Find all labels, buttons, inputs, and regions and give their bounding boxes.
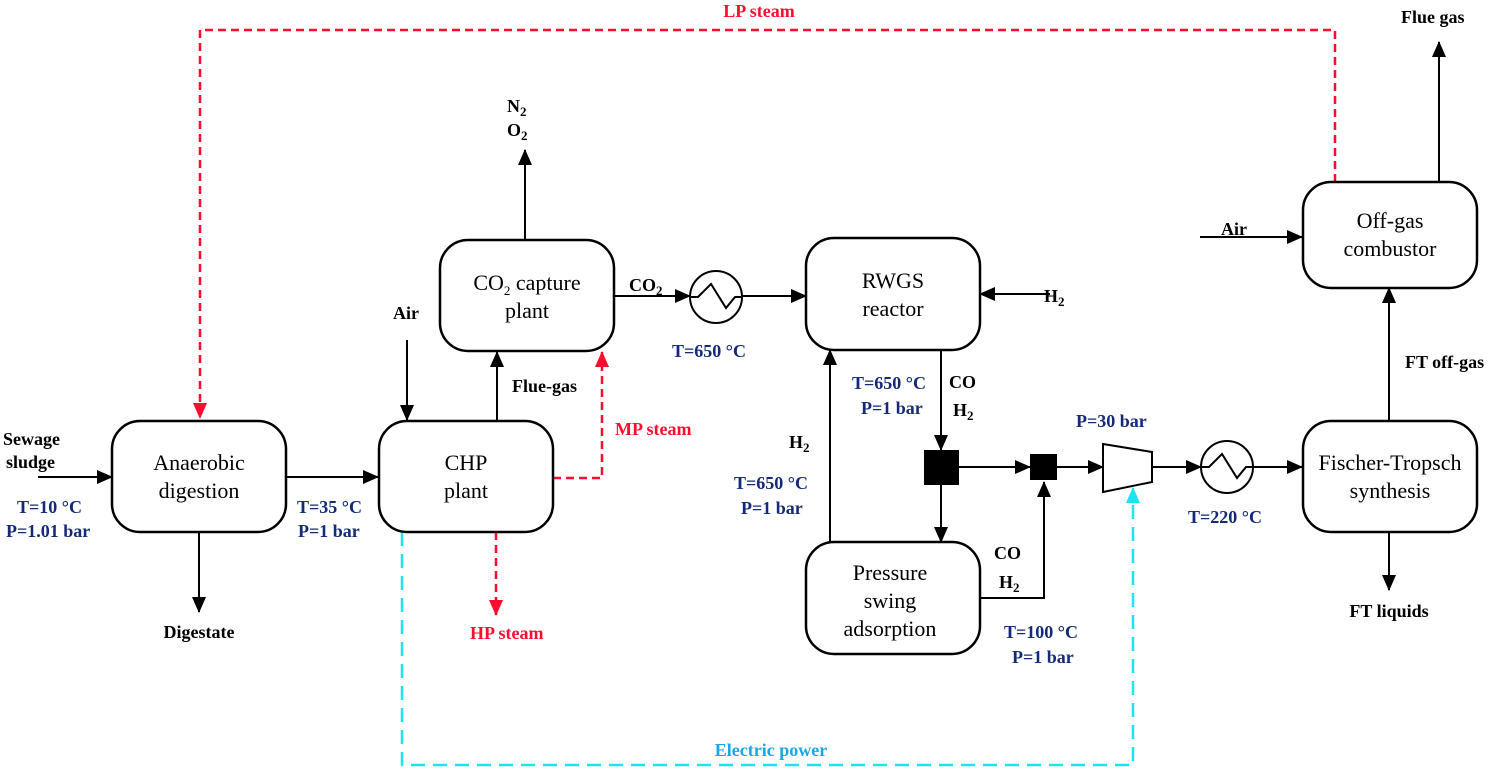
condition-label: P=1 bar	[741, 498, 803, 518]
co2-label: CO2	[629, 275, 663, 298]
condition-label: T=100 °C	[1004, 622, 1078, 642]
condition-label: T=220 °C	[1188, 507, 1262, 527]
compressor-icon[interactable]	[1102, 442, 1153, 494]
electric-power-label: Electric power	[715, 740, 827, 760]
unit-label: synthesis	[1350, 478, 1431, 503]
air-combustor-label: Air	[1221, 219, 1247, 239]
air-label: Air	[393, 303, 419, 323]
mixer-icon[interactable]	[1030, 454, 1057, 480]
co-psa-label: CO	[994, 543, 1021, 563]
heat-exchanger-icon[interactable]	[689, 270, 743, 324]
fischer-tropsch-synthesis-unit[interactable]: Fischer-Tropsch synthesis	[1301, 419, 1479, 534]
mp-steam-label: MP steam	[615, 419, 691, 439]
digestate-label: Digestate	[164, 622, 235, 642]
pressure-swing-adsorption-unit[interactable]: Pressure swing adsorption	[804, 540, 982, 656]
mp-steam-line	[553, 351, 609, 480]
h2-psa-label: H2	[999, 572, 1020, 595]
unit-label: digestion	[159, 478, 240, 503]
unit-label: RWGS	[862, 268, 924, 293]
unit-label: CO2 capture	[473, 270, 580, 298]
unit-label: Off-gas	[1357, 208, 1424, 233]
sewage-sludge-label: Sewage	[3, 429, 60, 449]
anaerobic-digestion-unit[interactable]: Anaerobic digestion	[110, 419, 288, 534]
ft-off-gas-label: FT off-gas	[1405, 352, 1484, 372]
chp-plant-unit[interactable]: CHP plant	[377, 419, 555, 534]
co-label: CO	[949, 372, 976, 392]
unit-label: Pressure	[853, 560, 928, 585]
h2-feed-label: H2	[1044, 286, 1065, 309]
flue-gas-label: Flue-gas	[512, 376, 577, 396]
unit-label: Fischer-Tropsch	[1319, 450, 1462, 475]
condition-label: T=650 °C	[852, 373, 926, 393]
lp-steam-label: LP steam	[723, 1, 795, 21]
condition-label: P=1 bar	[298, 521, 360, 541]
condition-label: P=1.01 bar	[6, 521, 90, 541]
hp-steam-label: HP steam	[470, 623, 544, 643]
lp-steam-line	[193, 28, 1337, 419]
co2-capture-plant-unit[interactable]: CO2 capture plant	[438, 238, 616, 353]
splitter-icon[interactable]	[924, 450, 959, 485]
unit-label: combustor	[1344, 236, 1438, 261]
condition-label: P=1 bar	[861, 398, 923, 418]
h2-recycle-label: H2	[789, 432, 810, 455]
electric-power-line	[400, 487, 1140, 767]
rwgs-reactor-unit[interactable]: RWGS reactor	[804, 236, 982, 352]
condition-label: T=10 °C	[17, 497, 82, 517]
heat-exchanger-icon[interactable]	[1200, 440, 1254, 494]
condition-label: P=30 bar	[1076, 411, 1147, 431]
n2-label: N2	[507, 96, 527, 119]
sewage-sludge-label: sludge	[6, 452, 55, 472]
unit-label: CHP	[445, 450, 488, 475]
o2-label: O2	[507, 120, 528, 143]
off-gas-combustor-unit[interactable]: Off-gas combustor	[1301, 180, 1479, 290]
condition-label: T=650 °C	[734, 473, 808, 493]
flue-gas-label: Flue gas	[1401, 7, 1465, 27]
unit-label: Anaerobic	[153, 450, 245, 475]
ft-liquids-label: FT liquids	[1349, 601, 1428, 621]
unit-label: plant	[505, 298, 549, 323]
psa-product-stream	[980, 481, 1051, 599]
unit-label: swing	[864, 588, 917, 613]
h2-label: H2	[953, 400, 974, 423]
unit-label: reactor	[862, 296, 924, 321]
condition-label: T=650 °C	[672, 341, 746, 361]
unit-label: adsorption	[844, 616, 937, 641]
condition-label: P=1 bar	[1012, 647, 1074, 667]
unit-label: plant	[444, 478, 488, 503]
condition-label: T=35 °C	[297, 497, 362, 517]
